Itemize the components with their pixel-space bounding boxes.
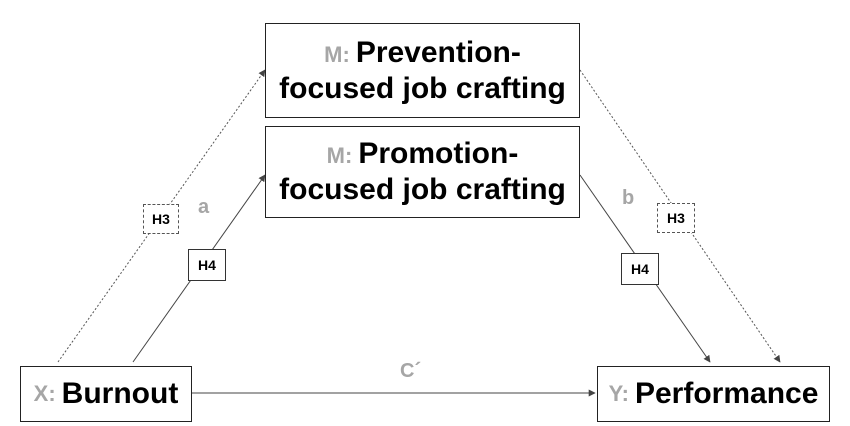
node-burnout: X:Burnout	[20, 366, 192, 422]
path-label-c-prime: C´	[400, 360, 422, 382]
node-label: Burnout	[61, 377, 179, 410]
node-prefix: X:	[33, 381, 56, 406]
node-promotion-job-crafting: M:Promotion- focused job crafting	[265, 126, 580, 218]
node-label: Performance	[634, 377, 819, 410]
hypothesis-tag-h3-left: H3	[143, 204, 179, 234]
hypothesis-tag-h3-right: H3	[657, 203, 695, 233]
path-label-a: a	[198, 196, 210, 218]
node-label-line1: Promotion-	[358, 137, 519, 170]
hypothesis-tag-h4-right: H4	[621, 253, 659, 285]
path-label-b: b	[622, 187, 635, 209]
node-prefix: M:	[324, 41, 350, 67]
node-label-line2: focused job crafting	[279, 173, 566, 206]
node-performance: Y:Performance	[597, 366, 830, 422]
node-label-line2: focused job crafting	[279, 71, 566, 105]
hypothesis-tag-h4-left: H4	[188, 249, 226, 281]
node-prefix: Y:	[608, 381, 629, 406]
node-prefix: M:	[326, 143, 353, 168]
node-label-line1: Prevention-	[355, 35, 521, 69]
node-prevention-job-crafting: M:Prevention- focused job crafting	[265, 23, 580, 118]
